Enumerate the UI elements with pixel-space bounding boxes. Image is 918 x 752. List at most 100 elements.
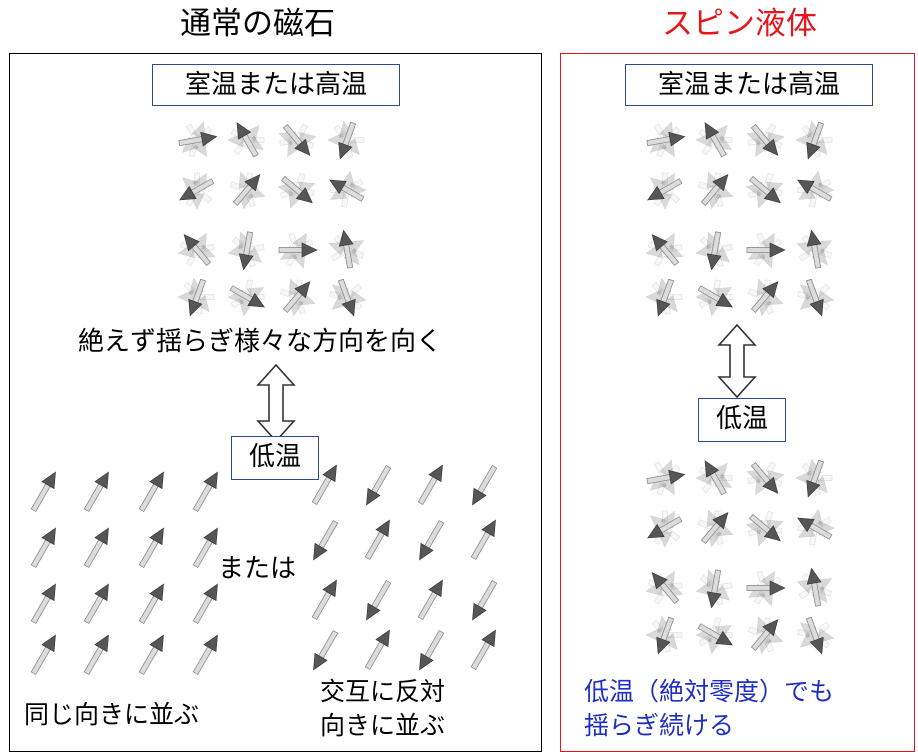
spin-arrow-icon [646,131,686,147]
right-high-temp-spins [645,120,835,317]
spin-arrow-icon [797,517,833,540]
spin-arrow-icon [366,579,392,621]
caption-alternating-line1: 交互に反対 [320,677,446,706]
spin-arrow-icon [232,174,261,207]
spin-arrow-icon [178,131,218,147]
spin-arrow-icon [138,583,164,625]
spin-arrow-icon [704,122,727,158]
right-title: スピン液体 [662,6,817,42]
caption-parallel: 同じ向きに並ぶ [24,700,200,729]
spin-arrow-icon [746,242,786,258]
left-high-temp-spins [177,120,367,317]
spin-arrow-icon [806,121,825,160]
spin-arrow-icon [656,278,675,317]
left-title: 通常の磁石 [180,6,335,42]
spin-arrow-icon [750,619,779,652]
spin-arrow-icon [366,464,392,506]
left-label-high-temp: 室温または高温 [152,64,400,106]
right-label-low-temp: 低温 [698,398,786,442]
spin-arrow-icon [30,583,56,625]
spin-arrow-icon [364,629,390,671]
spin-arrow-icon [138,527,164,569]
spin-arrow-icon [419,519,445,561]
spin-arrow-icon [238,231,254,271]
right-caption-line1: 低温（絶対零度）でも [584,677,835,706]
spin-arrow-icon [311,579,337,621]
spin-arrow-icon [797,179,833,202]
spin-arrow-icon [419,629,445,671]
spin-arrow-icon [470,519,496,561]
spin-arrow-icon [229,285,265,308]
spin-arrow-icon [179,178,215,201]
spin-arrow-icon [417,464,443,506]
spin-arrow-icon [83,583,109,625]
spin-arrow-icon [311,464,337,506]
right-label-high-temp: 室温または高温 [625,64,873,106]
spin-arrow-icon [805,616,824,655]
spin-arrow-icon [470,629,496,671]
spin-arrow-icon [651,234,680,267]
left-ferromagnet-spins [30,471,218,676]
spin-arrow-icon [472,579,498,621]
spin-arrow-icon [192,583,218,625]
spin-arrow-icon [337,278,356,317]
spin-arrow-icon [417,579,443,621]
spin-arrow-icon [280,175,313,204]
spin-arrow-icon [30,634,56,676]
spin-arrow-icon [706,231,722,271]
caption-alternating-line2: 向きに並ぶ [320,711,446,740]
spin-arrow-icon [806,229,822,269]
spin-arrow-icon [313,519,339,561]
spin-arrow-icon [138,471,164,513]
spin-arrow-icon [30,471,56,513]
spin-arrow-icon [700,174,729,207]
spin-arrow-icon [750,123,779,156]
spin-arrow-icon [706,569,722,609]
spin-arrow-icon [806,459,825,498]
left-fluctuation-text: 絶えず揺らぎ様々な方向を向く [78,327,443,357]
spin-arrow-icon [338,229,354,269]
spin-arrow-icon [138,634,164,676]
spin-arrow-icon [750,281,779,314]
spin-arrow-icon [805,278,824,317]
left-antiferromagnet-spins [311,464,498,671]
spin-arrow-icon [282,281,311,314]
left-label-low-temp: 低温 [231,436,319,480]
spin-arrow-icon [651,572,680,605]
spin-arrow-icon [697,623,733,646]
spin-arrow-icon [748,175,781,204]
right-caption-line2: 揺らぎ続ける [584,711,735,740]
spin-arrow-icon [329,179,365,202]
spin-arrow-icon [746,580,786,596]
spin-arrow-icon [83,634,109,676]
spin-arrow-icon [236,122,259,158]
double-vertical-arrow-icon [256,363,296,443]
spin-arrow-icon [83,471,109,513]
spin-arrow-icon [313,629,339,671]
right-low-temp-spins [645,458,835,655]
spin-arrow-icon [656,616,675,655]
spin-arrow-icon [748,513,781,542]
or-text: または [218,554,297,584]
spin-arrow-icon [192,471,218,513]
spin-arrow-icon [183,234,212,267]
spin-arrow-icon [472,464,498,506]
spin-arrow-icon [192,527,218,569]
spin-arrow-icon [83,527,109,569]
spin-arrow-icon [282,123,311,156]
spin-arrow-icon [30,527,56,569]
spin-arrow-icon [700,512,729,545]
spin-arrow-icon [338,121,357,160]
spin-arrow-icon [278,242,318,258]
spin-arrow-icon [806,567,822,607]
spin-arrow-icon [704,460,727,496]
spin-arrow-icon [750,461,779,494]
spin-arrow-icon [192,634,218,676]
spin-arrow-icon [697,285,733,308]
spin-arrow-icon [646,469,686,485]
spin-arrow-icon [364,519,390,561]
spin-arrow-icon [188,278,207,317]
spin-arrow-icon [647,516,683,539]
double-vertical-arrow-icon [717,323,757,399]
